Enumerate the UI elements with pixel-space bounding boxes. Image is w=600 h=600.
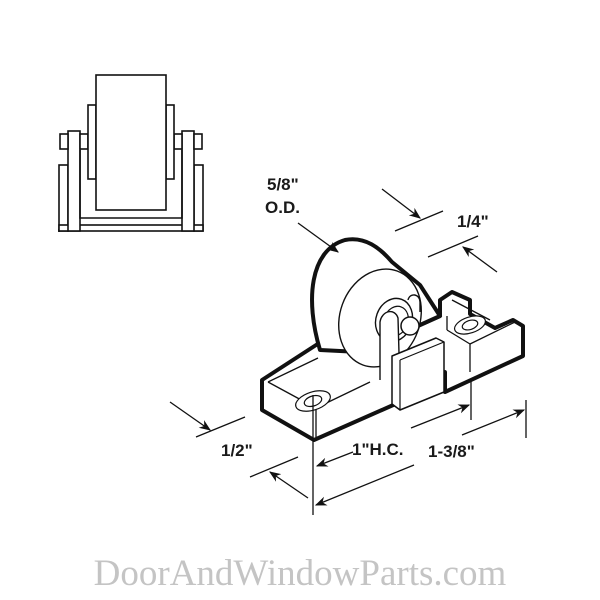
od-value-label: 5/8" [267, 175, 299, 194]
end-view [58, 74, 204, 232]
hole-center-label: 1"H.C. [352, 440, 404, 459]
od-label: O.D. [265, 198, 300, 217]
watermark: DoorAndWindowParts.com [93, 553, 507, 594]
dimension-lines [169, 188, 527, 515]
isometric-view [260, 237, 525, 442]
width-value-label: 1/4" [457, 212, 489, 231]
dimension-labels: 5/8" O.D. 1/4" 1/2" 1"H.C. 1-3/8" [221, 175, 489, 461]
base-width-label: 1/2" [221, 441, 253, 460]
overall-length-label: 1-3/8" [428, 442, 475, 461]
